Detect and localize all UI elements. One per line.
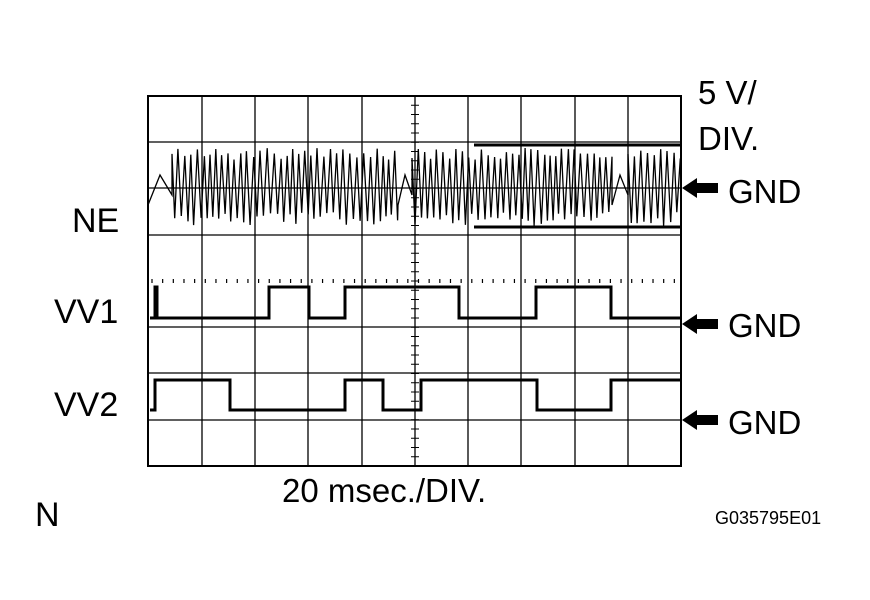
vv2-channel-label: VV2 [54, 386, 118, 424]
ne-channel-label: NE [72, 202, 119, 240]
ne-gnd-arrow-icon [682, 178, 718, 198]
vv1-channel-label: VV1 [54, 293, 118, 331]
vv2-channel: VV2 GND [54, 378, 801, 441]
ne-gnd-label: GND [728, 173, 801, 210]
vv1-channel: VV1 GND [54, 285, 801, 344]
vv2-gnd-label: GND [728, 404, 801, 441]
corner-label: N [35, 496, 60, 534]
vv1-gnd-label: GND [728, 307, 801, 344]
vv1-gnd-arrow-icon [682, 314, 718, 334]
volts-per-div-line1: 5 V/ [698, 74, 758, 111]
ne-channel: NE GND [72, 143, 801, 240]
figure-code: G035795E01 [715, 508, 821, 528]
time-per-div-label: 20 msec./DIV. [282, 472, 486, 509]
vv2-gnd-arrow-icon [682, 410, 718, 430]
ne-waveform [147, 147, 681, 226]
vv1-waveform [150, 285, 681, 320]
volts-per-div-line2: DIV. [698, 120, 759, 157]
vv2-waveform [150, 378, 681, 412]
